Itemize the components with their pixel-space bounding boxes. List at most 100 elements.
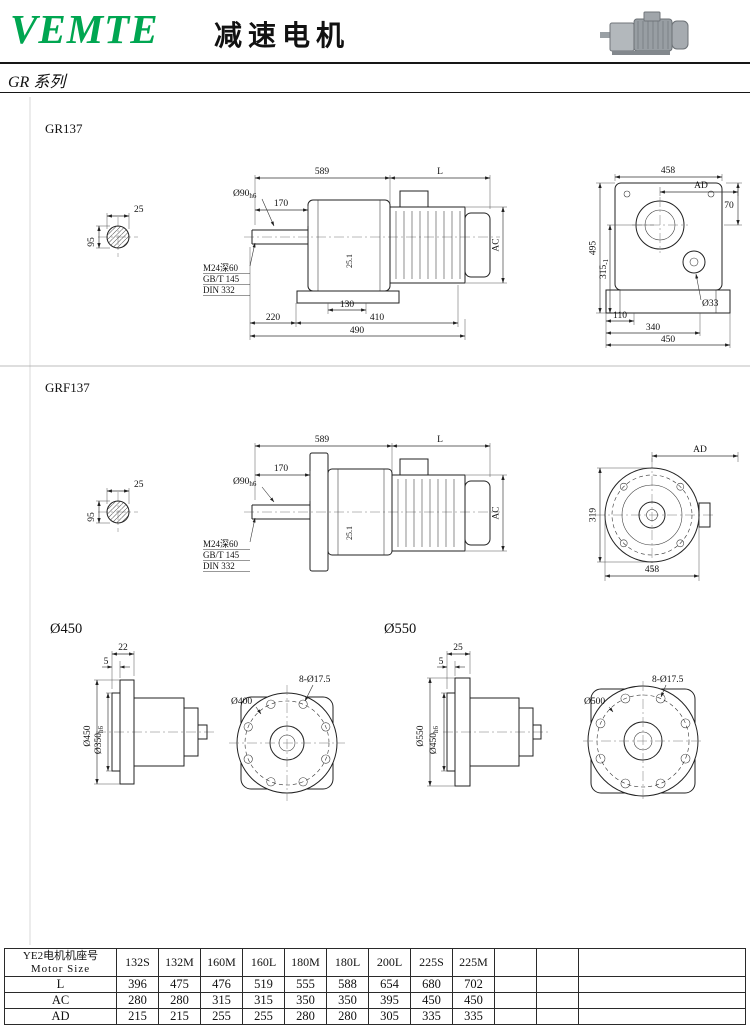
cell-filler [578, 992, 746, 1009]
cell-empty [536, 976, 579, 993]
cell-empty [494, 976, 537, 993]
row-label: L [4, 976, 117, 993]
dim-458: 458 [661, 166, 676, 176]
dim-shaft-width: 25 [134, 205, 144, 215]
dim-110: 110 [613, 311, 627, 321]
motor-size-table: YE2电机机座号 Motor Size 132S 132M 160M 160L … [4, 948, 746, 1025]
gr137-label: GR137 [45, 121, 83, 136]
table-row: AC 280 280 315 315 350 350 395 450 450 [4, 992, 746, 1009]
dim-shaft-dia: Ø90h6 [233, 477, 257, 488]
dim-5: 5 [439, 657, 444, 667]
cell: 280 [116, 992, 159, 1009]
cell: 654 [368, 976, 411, 993]
cell-filler [578, 976, 746, 993]
dim-bolt-circle: Ø500 [584, 697, 605, 707]
cell: 395 [368, 992, 411, 1009]
dim-495: 495 [589, 241, 599, 256]
flange550-section: Ø550 25 5 Ø550 Ø450h6 [384, 621, 703, 801]
gear-motor-photo [600, 11, 689, 55]
page-header: VEMTE 减速电机 [0, 0, 750, 64]
dim-22: 22 [118, 643, 128, 653]
gr137-section: GR137 25 95 [45, 121, 742, 348]
cell: 350 [284, 992, 327, 1009]
flange450-section: Ø450 22 5 Ø450 Ø350h6 [50, 621, 345, 801]
cell: 475 [158, 976, 201, 993]
dim-AC: AC [492, 506, 502, 519]
row-label: AC [4, 992, 117, 1009]
col-header: 132M [158, 948, 201, 977]
col-header: 180M [284, 948, 327, 977]
dim-shaft-height: 95 [87, 237, 97, 247]
flange550-side-view: 25 5 Ø550 Ø450h6 [416, 643, 548, 787]
row-label: AD [4, 1008, 117, 1025]
dim-25: 25 [453, 643, 463, 653]
dim-L: L [437, 167, 443, 177]
dim-589: 589 [315, 435, 330, 445]
col-header-empty [536, 948, 579, 977]
dim-315: 315-1 [599, 258, 610, 279]
grf137-section: GRF137 25 95 [45, 380, 739, 581]
cell: 588 [326, 976, 369, 993]
col-header: 132S [116, 948, 159, 977]
note-tap-hole: M24深60 [203, 539, 239, 549]
dim-bolt-holes: 8-Ø17.5 [299, 675, 331, 685]
note-tap-hole: M24深60 [203, 263, 239, 273]
cell-filler [578, 1008, 746, 1025]
dim-shaft-width: 25 [134, 480, 144, 490]
cell: 350 [326, 992, 369, 1009]
note-gbt145: GB/T 145 [203, 550, 240, 560]
col-header: 180L [326, 948, 369, 977]
flange450-side-view: 22 5 Ø450 Ø350h6 [83, 643, 214, 785]
cell: 476 [200, 976, 243, 993]
cell: 450 [452, 992, 495, 1009]
col-header-filler [578, 948, 746, 977]
dim-pilot-dia: Ø350h6 [94, 725, 105, 754]
dim-170: 170 [274, 199, 289, 209]
dim-70: 70 [724, 201, 734, 211]
dim-flange-dia: Ø550 [416, 725, 426, 746]
table-corner-header: YE2电机机座号 Motor Size [4, 948, 117, 977]
dim-458: 458 [645, 565, 660, 575]
grf137-end-view: AD 319 458 [589, 445, 739, 581]
col-header: 225S [410, 948, 453, 977]
dim-450: 450 [661, 335, 676, 345]
series-label: GR 系列 [8, 74, 66, 91]
cell-empty [494, 992, 537, 1009]
cell-empty [536, 1008, 579, 1025]
cell: 305 [368, 1008, 411, 1025]
dim-25-1: 25.1 [345, 254, 354, 268]
col-header: 160M [200, 948, 243, 977]
dim-319: 319 [589, 508, 599, 523]
gr137-shaft-section-view: 25 95 [87, 205, 144, 257]
table-header-row: YE2电机机座号 Motor Size 132S 132M 160M 160L … [4, 948, 746, 977]
page-title: 减速电机 [214, 21, 351, 52]
technical-drawings: GR137 25 95 [0, 97, 750, 945]
cell: 215 [158, 1008, 201, 1025]
dim-5: 5 [104, 657, 109, 667]
corner-header-en: Motor Size [30, 962, 91, 975]
dim-589: 589 [315, 167, 330, 177]
dim-pilot-dia: Ø450h6 [429, 725, 440, 754]
cell: 315 [200, 992, 243, 1009]
cell: 450 [410, 992, 453, 1009]
flange450-front-view: Ø400 8-Ø17.5 [229, 675, 345, 801]
flange550-label: Ø550 [384, 621, 416, 637]
cell: 280 [326, 1008, 369, 1025]
col-header-empty [494, 948, 537, 977]
flange550-front-view: Ø500 8-Ø17.5 [583, 675, 703, 801]
dim-AC: AC [492, 238, 502, 251]
cell: 255 [200, 1008, 243, 1025]
series-bar: GR 系列 [0, 64, 750, 93]
cell: 335 [452, 1008, 495, 1025]
note-din332: DIN 332 [203, 561, 235, 571]
dim-25-1: 25.1 [345, 526, 354, 540]
gr137-end-view: 458 AD 495 315-1 70 Ø33 110 340 450 [589, 166, 742, 348]
cell: 280 [158, 992, 201, 1009]
dim-shaft-dia: Ø90h6 [233, 189, 257, 200]
note-din332: DIN 332 [203, 285, 235, 295]
cell: 315 [242, 992, 285, 1009]
cell: 255 [242, 1008, 285, 1025]
cell: 555 [284, 976, 327, 993]
dim-130: 130 [340, 300, 355, 310]
